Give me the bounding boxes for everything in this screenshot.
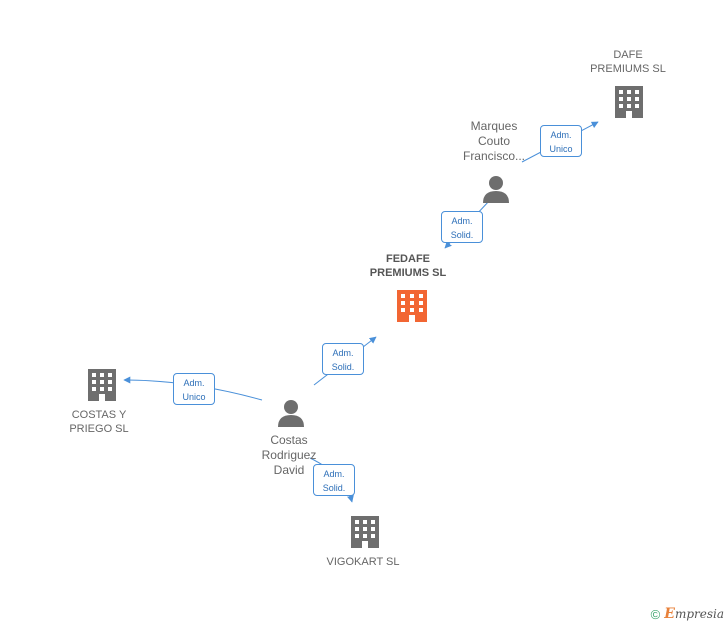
role-badge-line: Adm. (323, 469, 345, 479)
person-label-costas-david[interactable]: Costas Rodriguez David (249, 433, 329, 478)
company-label-costas-priego[interactable]: COSTAS Y PRIEGO SL (59, 408, 139, 436)
company-label-vigokart[interactable]: VIGOKART SL (318, 555, 408, 569)
role-badge-marques-fedafe[interactable]: Adm. Solid. (441, 211, 483, 243)
role-badge-costas-priego[interactable]: Adm. Unico (173, 373, 215, 405)
company-name-line: DAFE (613, 49, 643, 61)
company-label-dafe[interactable]: DAFE PREMIUMS SL (588, 48, 668, 76)
company-name-line: PREMIUMS SL (590, 63, 666, 75)
role-badge-costas-vigokart[interactable]: Adm. Solid. (313, 464, 355, 496)
building-icon[interactable] (88, 369, 116, 401)
person-icon[interactable] (483, 176, 509, 203)
role-badge-line: Solid. (322, 483, 346, 493)
person-name-line: Costas (270, 433, 308, 447)
person-label-marques[interactable]: Marques Couto Francisco... (454, 119, 534, 164)
role-badge-line: Unico (549, 144, 573, 154)
role-badge-line: Adm. (332, 348, 354, 358)
role-badge-line: Adm. (550, 130, 572, 140)
person-icon[interactable] (278, 400, 304, 427)
role-badge-costas-fedafe[interactable]: Adm. Solid. (322, 343, 364, 375)
company-name-line: FEDAFE (386, 253, 430, 265)
company-name-line: PRIEGO SL (69, 423, 129, 435)
company-name-line: VIGOKART SL (326, 556, 400, 568)
person-name-line: Couto (477, 134, 511, 148)
role-badge-line: Adm. (451, 216, 473, 226)
role-badge-line: Unico (182, 392, 206, 402)
role-badge-line: Solid. (450, 230, 474, 240)
person-name-line: Marques (470, 119, 518, 133)
company-name-line: COSTAS Y (71, 409, 127, 421)
role-badge-line: Adm. (183, 378, 205, 388)
person-name-line: Rodriguez (261, 448, 317, 462)
person-name-line: Francisco... (462, 149, 525, 163)
role-badge-line: Solid. (331, 362, 355, 372)
building-icon[interactable] (397, 290, 427, 322)
brand-name: mpresia (674, 607, 724, 621)
brand-logo[interactable]: Empresia (664, 606, 724, 622)
person-name-line: David (273, 463, 305, 477)
building-icon[interactable] (351, 516, 379, 548)
copyright-icon: © (650, 606, 661, 622)
footer-brand: © Empresia (651, 606, 724, 622)
building-icon[interactable] (615, 86, 643, 118)
role-badge-marques-dafe[interactable]: Adm. Unico (540, 125, 582, 157)
brand-initial: E (664, 606, 675, 622)
company-name-line: PREMIUMS SL (369, 267, 447, 279)
company-label-fedafe[interactable]: FEDAFE PREMIUMS SL (362, 252, 454, 280)
